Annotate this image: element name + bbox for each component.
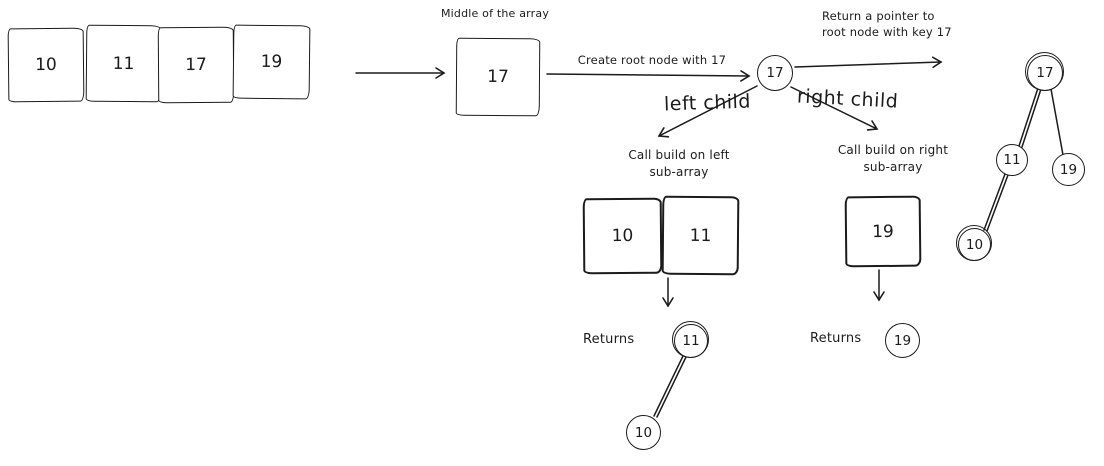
- root-node: 17: [757, 55, 793, 91]
- edge-returned-11-10: [653, 355, 684, 417]
- middle-caption: Middle of the array: [440, 7, 550, 20]
- left-returned-node: 11: [672, 321, 709, 358]
- arrow-return-pointer: [794, 56, 943, 69]
- call-build-left-label: Call build on left sub-array: [628, 148, 730, 179]
- right-subarray-cell: 19: [844, 195, 922, 268]
- middle-box: 17: [455, 37, 541, 117]
- return-pointer-label: Return a pointer to root node with key 1…: [822, 9, 952, 40]
- edge-final-11-10-double: [986, 174, 1009, 232]
- final-leftmost-node: 10: [956, 225, 992, 261]
- arrow-left-child: [657, 85, 758, 138]
- call-build-right-label: Call build on right sub-array: [837, 143, 949, 174]
- final-right-node: 19: [1052, 153, 1085, 186]
- array-cell: 19: [232, 24, 311, 100]
- final-root-node: 17: [1025, 52, 1064, 91]
- final-left-node: 11: [996, 144, 1028, 176]
- edge-final-17-11: [1018, 87, 1039, 147]
- left-returned-child-node: 10: [626, 415, 661, 450]
- edge-final-17-11-double: [1021, 88, 1042, 148]
- arrow-right-child: [790, 86, 879, 131]
- array-cell: 10: [7, 27, 85, 103]
- edge-final-17-19: [1050, 88, 1064, 156]
- right-returns-label: Returns: [810, 331, 862, 346]
- edge-returned-11-10-double: [656, 356, 687, 418]
- array-cell: 17: [157, 26, 235, 104]
- right-returned-node: 19: [885, 323, 920, 358]
- left-child-label: left child: [663, 90, 752, 116]
- create-root-label: Create root node with 17: [577, 53, 727, 67]
- arrow-create-root: [546, 70, 751, 82]
- array-cell: 11: [85, 24, 162, 103]
- left-subarray-cell: 10: [582, 197, 663, 275]
- left-returns-label: Returns: [583, 332, 635, 347]
- left-subarray-cell: 11: [661, 195, 740, 276]
- edge-final-11-10: [983, 173, 1006, 231]
